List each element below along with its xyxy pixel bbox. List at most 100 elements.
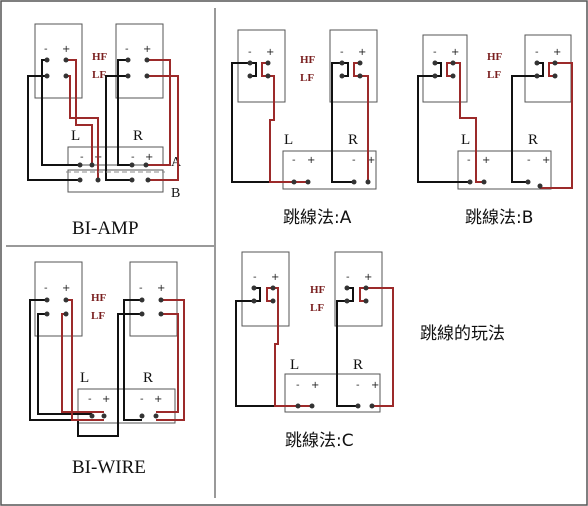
amp-left-minus: - xyxy=(292,155,296,166)
hf-label: HF xyxy=(92,51,108,63)
jumper-left-red xyxy=(261,62,268,77)
method-c-red-wire-right xyxy=(366,287,394,407)
bi-amp-terminal-dots xyxy=(44,57,151,183)
bi-wire-black-wire-left-lf xyxy=(37,313,92,415)
lf-label: LF xyxy=(91,310,105,322)
bi-wire-terminal-dots xyxy=(44,297,164,419)
bi-wire-red-wire-right-lf xyxy=(156,313,179,413)
amp-left-plus: + xyxy=(482,155,490,166)
amp-box xyxy=(284,373,381,413)
method-b-red-wire-right xyxy=(540,62,573,189)
bi-amp-black-wire-right-lf xyxy=(105,75,132,181)
hf-label: HF xyxy=(91,292,107,304)
bi-amp-title: BI-AMP xyxy=(72,218,139,239)
speaker-left-plus: + xyxy=(62,44,70,55)
method-b-black-wire-left xyxy=(417,75,470,183)
bi-wire-black-wire-right xyxy=(123,299,142,421)
amp-right-plus: + xyxy=(371,380,379,391)
right-channel-label: R xyxy=(353,357,363,373)
amp-a-box xyxy=(67,146,164,166)
method-c-black-wire-left xyxy=(235,300,298,407)
bi-wire-black-wire-right-lf xyxy=(77,313,142,437)
bi-wire-title: BI-WIRE xyxy=(72,457,146,478)
amp-box xyxy=(77,388,176,424)
jumper-left-black xyxy=(435,62,442,77)
speaker-left-box xyxy=(237,29,286,103)
speaker-right-box xyxy=(329,29,378,103)
speaker-left-box xyxy=(422,34,468,103)
speaker-right-plus: + xyxy=(143,44,151,55)
marker-b: B xyxy=(171,186,180,201)
speaker-right-plus: + xyxy=(157,283,165,294)
left-channel-label: L xyxy=(461,132,470,148)
method-a-black-wire-left xyxy=(231,62,294,183)
amp-box xyxy=(457,150,552,190)
left-channel-label: L xyxy=(71,128,80,144)
speaker-left-minus: - xyxy=(253,272,257,283)
bi-wire-red-wire-right xyxy=(156,299,185,421)
speaker-left-minus: - xyxy=(44,44,48,55)
amp-right-minus: - xyxy=(140,394,144,405)
speaker-right-plus: + xyxy=(553,47,561,58)
right-channel-label: R xyxy=(348,132,358,148)
bi-wire-red-wire-left-lf xyxy=(61,313,104,413)
speaker-left-minus: - xyxy=(44,283,48,294)
speaker-right-minus: - xyxy=(535,47,539,58)
left-channel-label: L xyxy=(290,357,299,373)
amp-a-left-minus: - xyxy=(80,152,84,163)
amp-right-plus: + xyxy=(154,394,162,405)
right-channel-label: R xyxy=(143,370,153,386)
speaker-left-plus: + xyxy=(451,47,459,58)
speaker-left-minus: - xyxy=(433,47,437,58)
speaker-right-minus: - xyxy=(340,47,344,58)
amp-left-plus: + xyxy=(311,380,319,391)
amp-left-plus: + xyxy=(102,394,110,405)
bi-wire-red-wire-left xyxy=(66,299,104,421)
speaker-right-plus: + xyxy=(358,47,366,58)
amp-right-plus: + xyxy=(367,155,375,166)
panel-method-b: - + - + HF LF L R - + - + 跳線法:B xyxy=(417,34,573,228)
lf-label: LF xyxy=(300,72,314,84)
jumper-right-red xyxy=(548,62,555,77)
bi-wire-black-wire-left xyxy=(29,299,92,421)
jumper-left-black xyxy=(250,62,257,77)
jumper-right-black xyxy=(537,62,544,77)
bi-amp-red-wire-right xyxy=(146,59,171,166)
amp-left-minus: - xyxy=(467,155,471,166)
amp-a-right-plus: + xyxy=(145,152,153,163)
speaker-right-minus: - xyxy=(346,272,350,283)
jumper-left-red xyxy=(266,287,273,302)
left-channel-label: L xyxy=(80,370,89,386)
panel-bi-amp: - + - + HF LF L R - + - + A B xyxy=(27,23,182,239)
method-b-black-wire-right xyxy=(511,75,537,183)
jumper-right-black xyxy=(347,287,354,302)
method-a-title: 跳線法:A xyxy=(283,208,352,228)
right-channel-label: R xyxy=(133,128,143,144)
method-b-title: 跳線法:B xyxy=(465,208,533,228)
panel-bi-wire: - + - + HF LF L R - + - + BI-WIRE xyxy=(29,261,185,478)
jumper-left-red xyxy=(446,62,453,77)
bi-amp-red-wire-left xyxy=(66,59,93,165)
method-c-red-wire-left xyxy=(273,287,312,407)
method-a-terminal-dots xyxy=(247,60,371,185)
amp-left-minus: - xyxy=(296,380,300,391)
panel-method-c: - + - + HF LF L R - + - + 跳線法:C xyxy=(235,251,394,451)
method-c-terminal-dots xyxy=(251,285,375,409)
amp-right-plus: + xyxy=(542,155,550,166)
speaker-left-plus: + xyxy=(266,47,274,58)
bi-amp-red-wire-left-lf xyxy=(66,75,99,180)
method-c-black-wire-right xyxy=(336,300,358,407)
right-channel-label: R xyxy=(528,132,538,148)
bi-amp-red-wire-right-lf xyxy=(147,75,179,181)
speaker-right-minus: - xyxy=(125,44,129,55)
speaker-left-box xyxy=(241,251,290,327)
speaker-left-plus: + xyxy=(271,272,279,283)
marker-a: A xyxy=(171,155,182,170)
amp-left-plus: + xyxy=(307,155,315,166)
method-b-red-wire-left xyxy=(453,62,484,183)
amp-left-minus: - xyxy=(88,394,92,405)
jumper-right-black xyxy=(342,62,349,77)
